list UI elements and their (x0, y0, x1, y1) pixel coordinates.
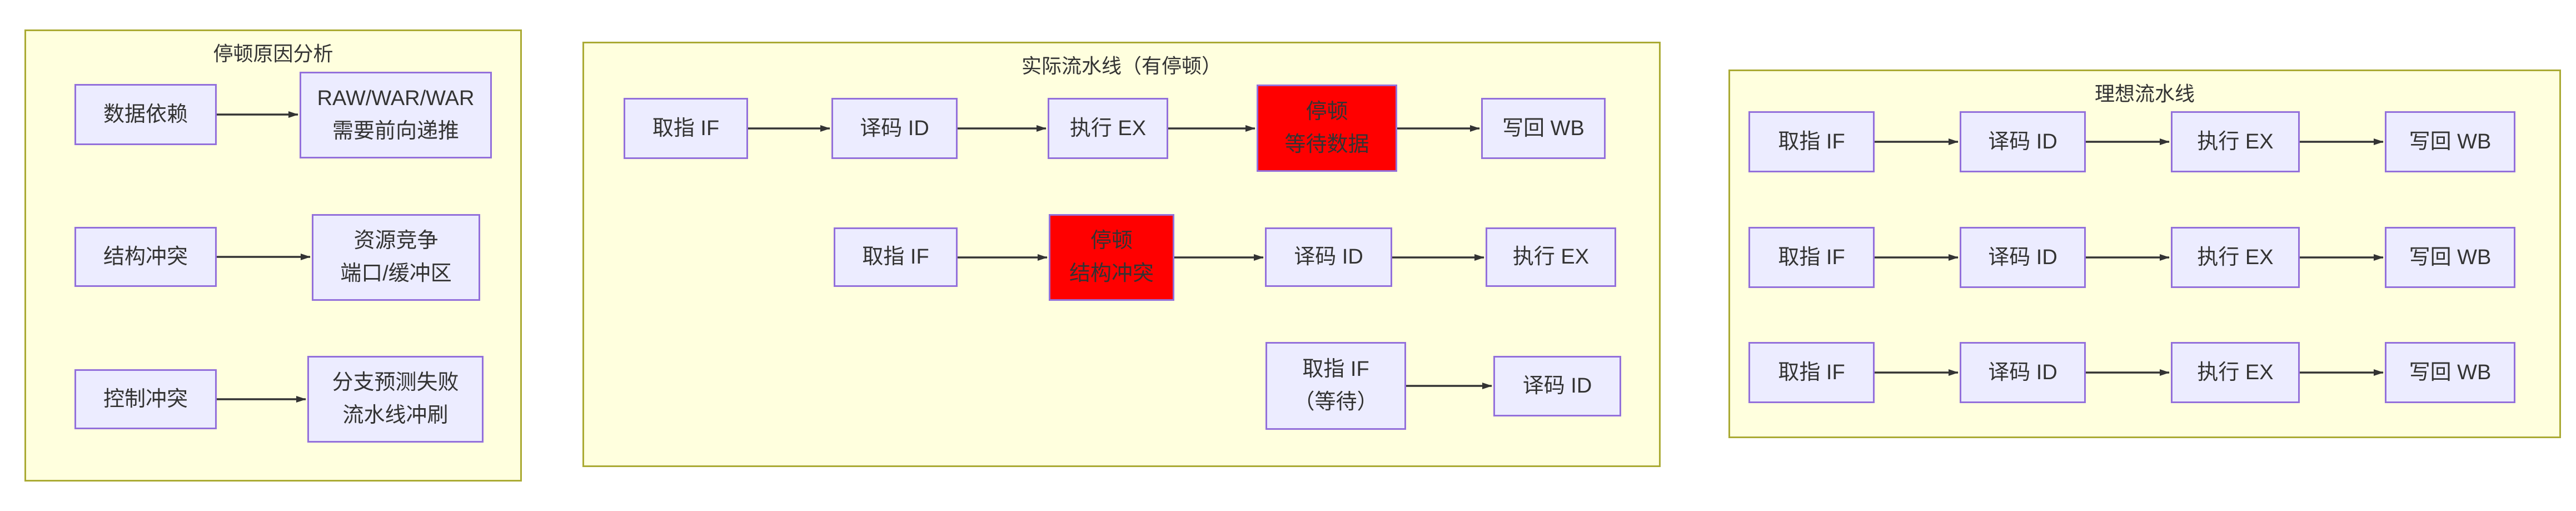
node-label: 执行 EX (1069, 116, 1147, 140)
node-label: 译码 ID (1988, 130, 2057, 153)
node-label: 分支预测失败 流水线冲刷 (332, 371, 459, 427)
node-label: 取指 IF （等待） (1293, 358, 1378, 414)
node-label: 停顿 结构冲突 (1069, 229, 1154, 285)
node-branch-mispredict: 分支预测失败 流水线冲刷 (307, 356, 484, 443)
node-raw-war-forwarding: RAW/WAR/WAR 需要前向递推 (300, 72, 492, 158)
node-row1-stall-wait-data: 停顿 等待数据 (1257, 85, 1397, 172)
node-row2-decode-id: 译码 ID (1265, 227, 1392, 287)
node-ideal-r2-writeback-wb: 写回 WB (2385, 227, 2515, 288)
node-label: 取指 IF (652, 116, 720, 140)
panel-title-actual-pipeline: 实际流水线（有停顿） (1021, 54, 1222, 77)
node-row1-execute-ex: 执行 EX (1048, 98, 1168, 159)
node-structural-conflict: 结构冲突 (74, 227, 217, 287)
node-resource-contention: 资源竞争 端口/缓冲区 (312, 214, 480, 301)
node-label: 执行 EX (2197, 360, 2274, 384)
node-label: 译码 ID (1294, 245, 1363, 269)
panel-title-stall-analysis: 停顿原因分析 (213, 42, 333, 65)
node-label: 执行 EX (2197, 245, 2274, 269)
node-label: 写回 WB (2409, 245, 2492, 269)
node-ideal-r3-execute-ex: 执行 EX (2171, 342, 2300, 403)
node-label: 写回 WB (2409, 360, 2492, 384)
node-ideal-r2-fetch-if: 取指 IF (1748, 227, 1875, 288)
node-label: 数据依赖 (103, 102, 188, 126)
node-label: 取指 IF (1778, 245, 1845, 269)
panel-stall-analysis: 停顿原因分析 数据依赖 RAW/WAR/WAR 需要前向递推 结构冲突 资源竞争… (24, 29, 522, 482)
node-label: 执行 EX (2197, 130, 2274, 153)
node-ideal-r3-decode-id: 译码 ID (1960, 342, 2086, 403)
node-label: 译码 ID (1522, 374, 1592, 398)
node-label: 执行 EX (1512, 245, 1590, 269)
node-data-dependency: 数据依赖 (74, 84, 217, 145)
panel-title-ideal-pipeline: 理想流水线 (2094, 82, 2195, 105)
node-row2-fetch-if: 取指 IF (834, 227, 958, 287)
node-row1-writeback-wb: 写回 WB (1481, 98, 1606, 159)
node-label: 停顿 等待数据 (1284, 100, 1369, 156)
node-row1-decode-id: 译码 ID (831, 98, 958, 159)
node-ideal-r1-execute-ex: 执行 EX (2171, 111, 2300, 172)
node-label: 资源竞争 端口/缓冲区 (340, 229, 452, 285)
node-label: 写回 WB (2409, 130, 2492, 153)
node-ideal-r3-writeback-wb: 写回 WB (2385, 342, 2515, 403)
node-label: 译码 ID (1988, 245, 2057, 269)
node-ideal-r2-execute-ex: 执行 EX (2171, 227, 2300, 288)
node-ideal-r1-fetch-if: 取指 IF (1748, 111, 1875, 172)
node-ideal-r1-writeback-wb: 写回 WB (2385, 111, 2515, 172)
node-ideal-r3-fetch-if: 取指 IF (1748, 342, 1875, 403)
node-ideal-r2-decode-id: 译码 ID (1960, 227, 2086, 288)
node-label: 译码 ID (860, 116, 929, 140)
node-row1-fetch-if: 取指 IF (624, 98, 748, 159)
node-row2-stall-structural: 停顿 结构冲突 (1049, 214, 1174, 301)
panel-actual-pipeline: 实际流水线（有停顿） 取指 IF 译码 ID (582, 42, 1661, 467)
node-row2-execute-ex: 执行 EX (1486, 227, 1616, 287)
node-label: 取指 IF (1778, 360, 1845, 384)
node-ideal-r1-decode-id: 译码 ID (1960, 111, 2086, 172)
node-label: 控制冲突 (103, 387, 188, 411)
node-label: 写回 WB (1502, 116, 1585, 140)
node-label: 取指 IF (1778, 130, 1845, 153)
node-label: RAW/WAR/WAR 需要前向递推 (317, 87, 475, 143)
node-row3-decode-id: 译码 ID (1493, 356, 1621, 416)
node-control-conflict: 控制冲突 (74, 369, 217, 429)
node-row3-fetch-if-wait: 取指 IF （等待） (1265, 342, 1406, 430)
node-label: 取指 IF (862, 245, 929, 269)
panel-ideal-pipeline: 理想流水线 取指 IF 译码 ID 执行 EX (1728, 70, 2561, 438)
node-label: 译码 ID (1988, 360, 2057, 384)
node-label: 结构冲突 (103, 245, 188, 269)
